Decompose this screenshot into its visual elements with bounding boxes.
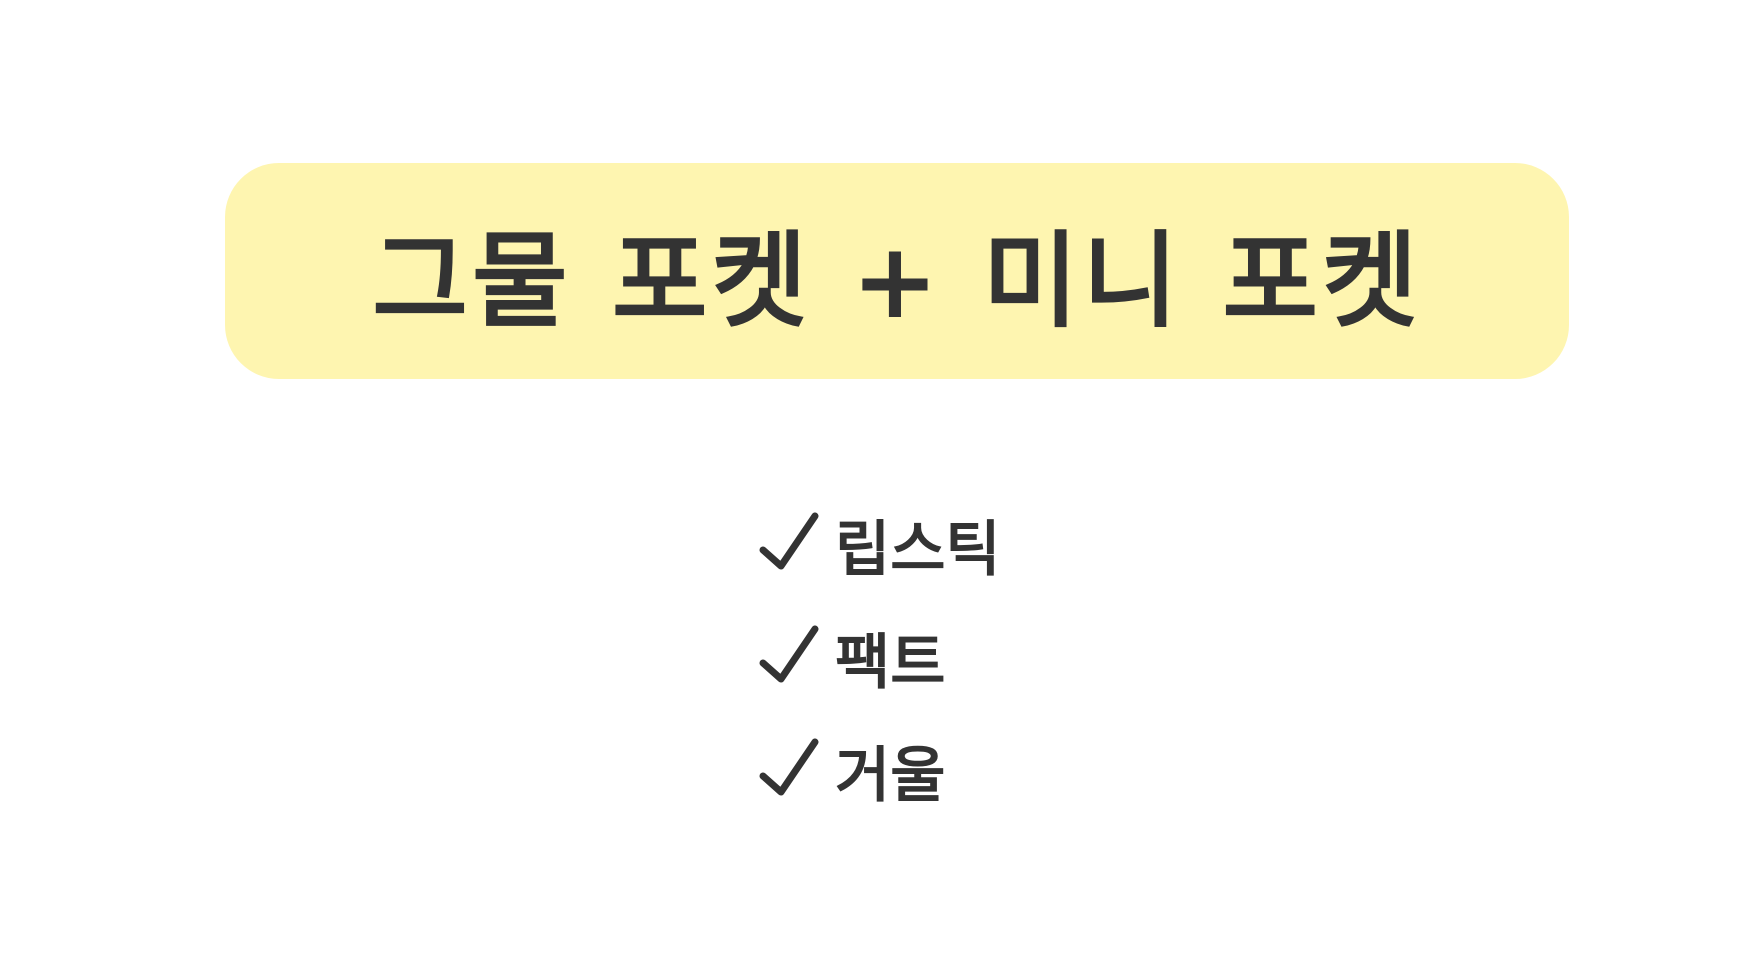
check-icon (759, 738, 819, 795)
item-label: 거울 (835, 741, 946, 811)
item-label: 팩트 (835, 628, 946, 698)
list-item: 거울 (757, 714, 1001, 827)
feature-list: 립스틱 팩트 거울 (757, 488, 1001, 827)
list-item: 립스틱 (757, 488, 1001, 601)
item-label: 립스틱 (835, 515, 1001, 585)
check-icon (759, 512, 819, 569)
banner-title: 그물 포켓 + 미니 포켓 (372, 219, 1422, 342)
check-icon (759, 625, 819, 682)
title-banner: 그물 포켓 + 미니 포켓 (225, 163, 1569, 379)
list-item: 팩트 (757, 601, 1001, 714)
